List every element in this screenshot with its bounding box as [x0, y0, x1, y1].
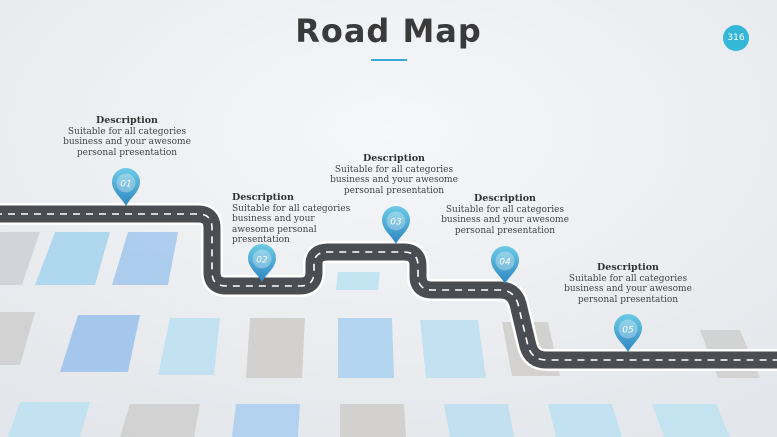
pin-04-label: 04: [499, 258, 511, 268]
milestone-01-description: Description Suitable for all categories …: [62, 115, 192, 158]
milestone-03-text: Suitable for all categories business and…: [330, 164, 458, 196]
pin-04-icon: 04: [491, 246, 519, 284]
milestone-03-description: Description Suitable for all categories …: [329, 153, 459, 196]
pin-01-label: 01: [120, 180, 131, 190]
pin-05-label: 05: [622, 326, 634, 336]
milestone-04-text: Suitable for all categories business and…: [441, 204, 569, 236]
milestone-01-heading: Description: [96, 115, 158, 126]
milestone-05-heading: Description: [597, 262, 659, 273]
milestone-03-heading: Description: [363, 153, 425, 164]
milestone-04-heading: Description: [474, 193, 536, 204]
milestone-05-description: Description Suitable for all categories …: [563, 262, 693, 305]
milestone-02-text: Suitable for all categories business and…: [232, 203, 351, 246]
milestone-04-description: Description Suitable for all categories …: [440, 193, 570, 236]
page-title: Road Map: [295, 12, 482, 50]
milestone-05-text: Suitable for all categories business and…: [564, 273, 692, 305]
milestone-02-description: Description Suitable for all categories …: [232, 192, 352, 246]
pin-02-icon: 02: [248, 244, 276, 282]
milestone-02-heading: Description: [232, 192, 294, 203]
road: [0, 203, 777, 371]
pin-03-icon: 03: [382, 206, 410, 244]
page-number-badge: 316: [723, 25, 749, 51]
milestone-01-text: Suitable for all categories business and…: [63, 126, 191, 158]
title-underline: [371, 59, 407, 61]
pin-01-icon: 01: [112, 168, 140, 206]
pin-03-label: 03: [390, 218, 402, 228]
pin-02-label: 02: [256, 256, 268, 266]
pin-05-icon: 05: [614, 314, 642, 352]
